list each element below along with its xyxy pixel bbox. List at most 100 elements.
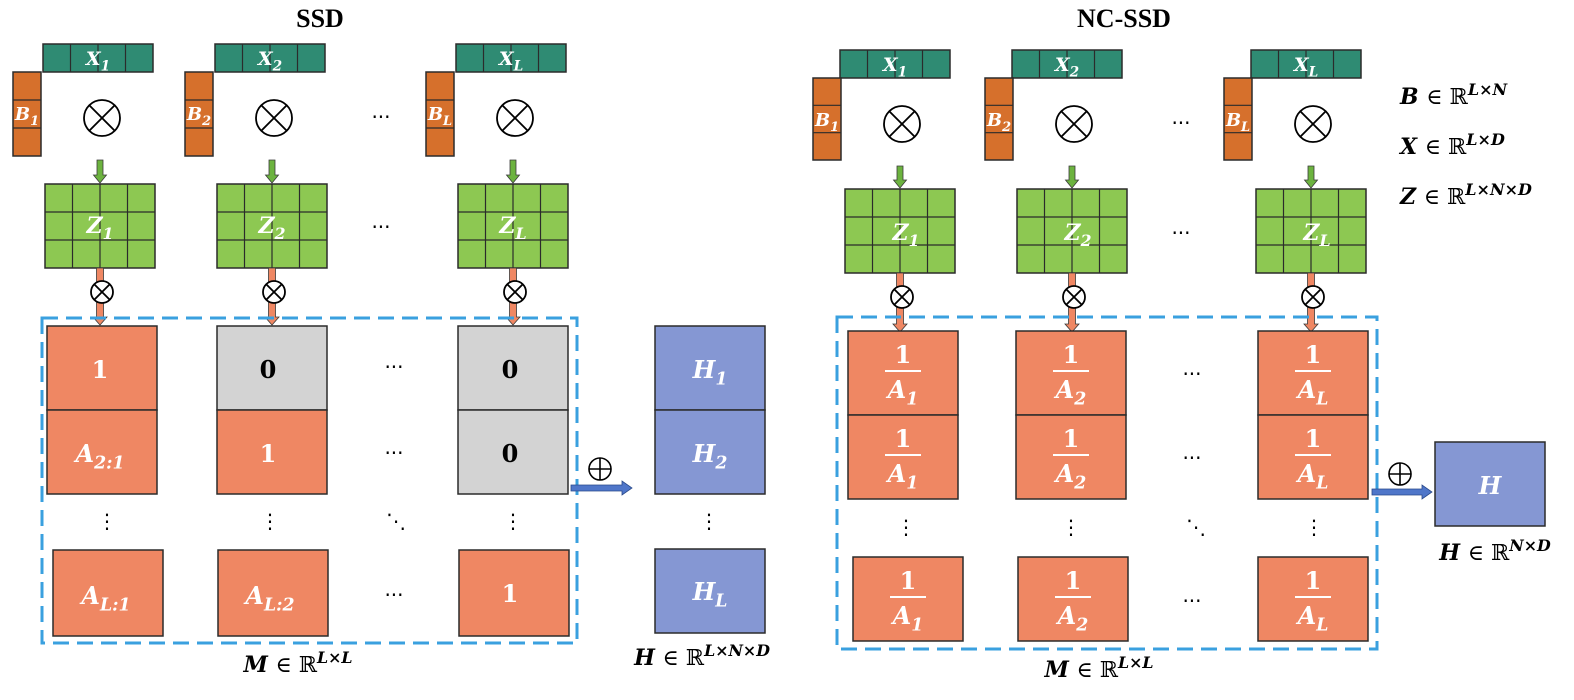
h-cell-L [654, 548, 766, 634]
legend-z: Z ∈ ℝL×N×D [1399, 180, 1532, 210]
h-text-L: HL [692, 577, 728, 612]
nc-m-frac-2-1-num: 1 [895, 424, 912, 453]
x-label-3: XL [498, 48, 523, 74]
m-cell-1-L [457, 325, 569, 411]
nc-m-frac-2-1-den: A1 [886, 459, 919, 494]
nc-h-text: H [1478, 471, 1503, 500]
nc-m-frac-L-2-den: A2 [1056, 601, 1089, 636]
nc-m-cell-1-1 [847, 330, 959, 416]
hdots-row1: ··· [384, 355, 403, 379]
nc-otimes-small-3-stroke [1304, 288, 1322, 306]
nc-m-cell-2-2 [1015, 414, 1127, 500]
nc-m-cell-L-2 [1017, 556, 1129, 642]
nc-arrow-bz-2 [1064, 165, 1080, 189]
nc-b-bar-2 [984, 77, 1014, 161]
m-cell-2-2 [216, 409, 328, 495]
nc-z-label-3: ZL [1302, 220, 1330, 250]
m-cell-L-1 [52, 549, 164, 637]
h-text-1: H1 [692, 355, 728, 390]
b-bar-3 [425, 71, 455, 157]
nc-otimes-2-stroke [1060, 110, 1088, 138]
m-cell-L-2 [217, 549, 329, 637]
nc-m-frac-1-3-den: AL [1296, 375, 1329, 410]
legend-x: X ∈ ℝL×D [1398, 130, 1505, 160]
nc-x-label-2: X2 [1054, 54, 1079, 80]
m-cell-L-L [458, 549, 570, 637]
m-text-L-2: AL:2 [243, 581, 294, 616]
m-cell-2-1 [46, 409, 158, 495]
nc-hdots-top: ··· [1171, 111, 1190, 135]
nc-x-label-3: XL [1293, 54, 1318, 80]
otimes-1-stroke [88, 104, 116, 132]
nc-otimes-1-stroke [888, 110, 916, 138]
arrow-ssd-h [570, 480, 633, 496]
dashed-box-ssd [40, 316, 579, 645]
b-label-2: B2 [186, 104, 211, 129]
vdots-1: ⋮ [97, 509, 117, 533]
nc-m-frac-1-1-den: A1 [886, 375, 919, 410]
otimes-2-stroke [260, 104, 288, 132]
nc-m-frac-2-3-num: 1 [1305, 424, 1322, 453]
nc-vdots-1: ⋮ [896, 515, 916, 539]
m-text-L-L: 1 [502, 579, 519, 608]
arrow-nc-h [1371, 484, 1433, 500]
arrow-bz-2 [264, 159, 280, 184]
b-label-1: B1 [14, 104, 39, 129]
nc-m-frac-2-2-den: A2 [1054, 459, 1087, 494]
nc-b-bar-1 [812, 77, 842, 161]
nc-arrow-bz-1 [892, 165, 908, 189]
nc-b-label-3: BL [1225, 110, 1250, 135]
z-label-2: Z2 [257, 213, 285, 243]
nc-x-label-1: X1 [882, 54, 907, 80]
nc-m-frac-L-1-num: 1 [900, 566, 917, 595]
nc-vdots-L: ⋮ [1304, 515, 1324, 539]
m-text-2-2: 1 [260, 439, 277, 468]
nc-b-label-1: B1 [814, 110, 839, 135]
nc-ddots: ⋱ [1186, 515, 1206, 539]
nc-b-label-2: B2 [986, 110, 1011, 135]
h-cell-1 [654, 325, 766, 411]
m-text-1-L: 0 [502, 355, 519, 384]
nc-m-frac-1-1-num: 1 [895, 340, 912, 369]
nc-h-caption: H ∈ ℝN×D [1438, 536, 1551, 566]
nc-hdots-z: ··· [1171, 221, 1190, 245]
nc-otimes-small-2-stroke [1065, 288, 1083, 306]
otimes-3-stroke [501, 104, 529, 132]
m-cell-2-L [457, 409, 569, 495]
nc-m-frac-2-3-den: AL [1296, 459, 1329, 494]
nc-vdots-2: ⋮ [1061, 515, 1081, 539]
hdots-top: ··· [371, 105, 390, 129]
nc-otimes-small-1-stroke [893, 288, 911, 306]
nc-h-cell [1434, 441, 1546, 527]
nc-arrow-bz-3 [1303, 165, 1319, 189]
nc-m-cell-1-3 [1257, 330, 1369, 416]
nc-m-cell-1-2 [1015, 330, 1127, 416]
nc-m-frac-L-1-den: A1 [891, 601, 924, 636]
h-text-2: H2 [692, 439, 728, 474]
nc-hdots-row2: ··· [1182, 446, 1201, 470]
nc-m-caption: M ∈ ℝL×L [1043, 653, 1153, 683]
z-label-1: Z1 [85, 213, 113, 243]
otimes-small-1-stroke [93, 283, 111, 301]
m-text-1-2: 0 [260, 355, 277, 384]
nc-m-cell-L-3 [1257, 556, 1369, 642]
ssd-h-caption: H ∈ ℝL×N×D [633, 641, 770, 671]
x-label-2: X2 [257, 48, 282, 74]
nc-m-frac-1-2-den: A2 [1054, 375, 1087, 410]
nc-m-frac-L-2-num: 1 [1065, 566, 1082, 595]
otimes-small-3-stroke [506, 283, 524, 301]
hdots-z: ··· [371, 215, 390, 239]
vdots-2: ⋮ [260, 509, 280, 533]
b-label-3: BL [427, 104, 452, 129]
ssd-m-caption: M ∈ ℝL×L [242, 648, 352, 678]
nc-m-frac-L-3-num: 1 [1305, 566, 1322, 595]
hdots-row2: ··· [384, 441, 403, 465]
nc-m-cell-2-1 [847, 414, 959, 500]
m-cell-1-2 [216, 325, 328, 411]
nc-b-bar-3 [1223, 77, 1253, 161]
vdots-h: ⋮ [699, 509, 719, 533]
b-bar-2 [184, 71, 214, 157]
nc-z-label-1: Z1 [891, 220, 919, 250]
